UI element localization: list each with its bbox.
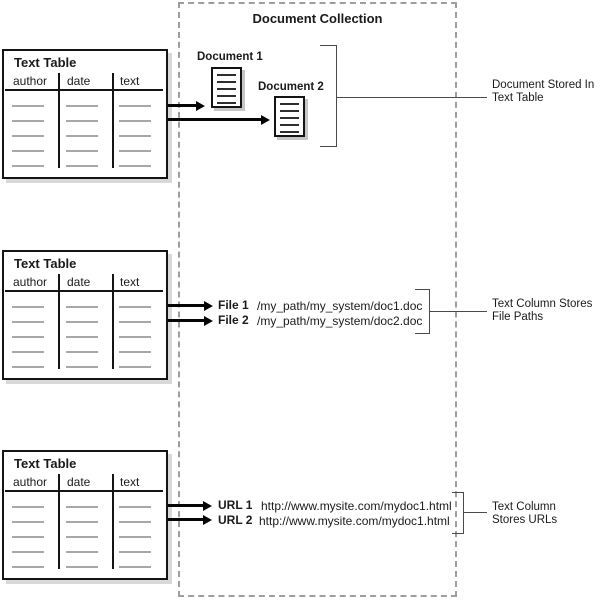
bracket-urls [452,492,464,534]
arrow-to-url-2 [168,514,212,525]
column-header-date: date [67,475,91,489]
text-table-urls: Text Table author date text [2,450,168,580]
table-dash-row [4,566,166,568]
column-divider [58,274,60,369]
url-1-address: http://www.mysite.com/mydoc1.html [261,499,452,513]
table-dash-row [4,336,166,338]
document-1-icon [211,67,242,108]
annotation-line: Text Column Stores [492,298,593,310]
text-table-files: Text Table author date text [2,250,168,380]
table-dash-row [4,351,166,353]
table-dash-row [4,366,166,368]
table-dash-row [4,135,166,137]
document-text-line [217,74,236,76]
document-text-line [217,88,236,90]
column-header-date: date [67,74,91,88]
annotation-urls: Text Column Stores URLs [492,501,557,527]
header-underline [5,89,163,91]
file-1-path: /my_path/my_system/doc1.doc [257,299,423,313]
table-dash-row [4,536,166,538]
document-text-line [217,81,236,83]
connector-urls [463,512,487,513]
table-title: Text Table [14,256,77,271]
connector-files [429,311,487,312]
column-header-author: author [13,74,48,88]
annotation-line: Text Table [492,92,544,104]
header-underline [5,490,163,492]
document-2-label: Document 2 [258,81,324,93]
document-text-line [280,103,299,105]
column-header-text: text [120,275,140,289]
column-header-text: text [120,74,140,88]
table-dash-row [4,120,166,122]
arrow-to-url-1 [168,500,212,511]
table-dash-row [4,150,166,152]
column-header-date: date [67,275,91,289]
header-underline [5,290,163,292]
document-2-icon [274,96,305,137]
column-divider [112,73,114,168]
table-dash-row [4,306,166,308]
file-2-path: /my_path/my_system/doc2.doc [257,314,423,328]
column-header-author: author [13,475,48,489]
arrow-to-document-1 [168,100,205,111]
column-divider [58,474,60,569]
table-title: Text Table [14,456,77,471]
url-2-address: http://www.mysite.com/mydoc1.html [259,514,450,528]
column-header-author: author [13,275,48,289]
table-dash-row [4,521,166,523]
annotation-line: Stores URLs [492,514,558,526]
annotation-file-paths: Text Column Stores File Paths [492,298,592,324]
table-title: Text Table [14,55,77,70]
arrow-to-file-2 [168,315,213,326]
column-divider [112,274,114,369]
annotation-line: File Paths [492,311,544,323]
document-text-line [280,117,299,119]
annotation-document-stored: Document Stored In Text Table [492,79,594,105]
url-2-label: URL 2 [218,513,253,527]
connector-documents [336,97,487,98]
annotation-line: Text Column [492,501,556,513]
document-1-label: Document 1 [197,51,263,63]
document-collection-title: Document Collection [252,11,383,26]
table-dash-row [4,551,166,553]
file-2-label: File 2 [218,313,249,327]
column-divider [58,73,60,168]
text-table-documents: Text Table author date text [2,49,168,179]
table-dash-row [4,165,166,167]
document-text-line [217,95,236,97]
document-text-line [280,124,299,126]
file-1-label: File 1 [218,298,249,312]
arrow-to-document-2 [168,114,270,125]
table-dash-row [4,321,166,323]
table-dash-row [4,105,166,107]
table-dash-row [4,506,166,508]
document-text-line [280,110,299,112]
bracket-documents [320,45,337,147]
url-1-label: URL 1 [218,498,253,512]
column-divider [112,474,114,569]
document-text-line [217,102,236,104]
arrow-to-file-1 [168,300,213,311]
document-collection-box: Document Collection [178,2,457,597]
annotation-line: Document Stored In [492,79,595,91]
column-header-text: text [120,475,140,489]
document-text-line [280,131,299,133]
